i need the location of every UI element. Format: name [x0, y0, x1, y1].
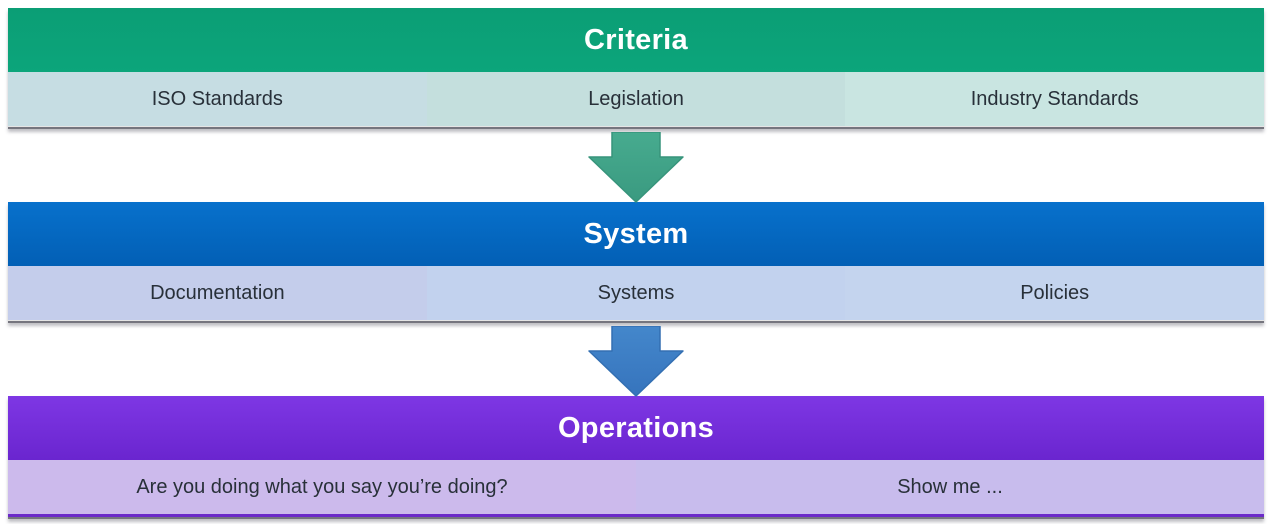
criteria-header-band: Criteria	[8, 8, 1264, 72]
system-title: System	[583, 217, 689, 250]
criteria-to-system-connector	[0, 129, 1272, 203]
operations-title: Operations	[557, 411, 715, 444]
cell-are-you-doing: Are you doing what you say you’re doing?	[8, 460, 636, 514]
system-items-row: Documentation Systems Policies	[8, 266, 1265, 321]
tier-operations: Operations Are you doing what you say yo…	[8, 396, 1264, 519]
tier-system: System Documentation Systems Policies	[8, 202, 1265, 323]
operations-items-row: Are you doing what you say you’re doing?…	[8, 460, 1264, 517]
cell-show-me: Show me ...	[636, 460, 1264, 514]
down-arrow-blue-icon	[588, 326, 684, 397]
criteria-items-row: ISO Standards Legislation Industry Stand…	[8, 72, 1265, 127]
cell-systems: Systems	[426, 266, 846, 320]
cell-legislation: Legislation	[426, 72, 846, 126]
cell-documentation: Documentation	[8, 266, 427, 320]
cell-industry-standards: Industry Standards	[845, 72, 1265, 126]
down-arrow-green-icon	[588, 132, 684, 203]
cell-policies: Policies	[845, 266, 1265, 320]
criteria-title: Criteria	[584, 23, 688, 56]
system-header-band: System	[8, 202, 1264, 266]
operations-header-band: Operations	[8, 396, 1264, 460]
tier-criteria: Criteria ISO Standards Legislation Indus…	[8, 8, 1265, 129]
system-to-operations-connector	[0, 323, 1272, 397]
cell-iso-standards: ISO Standards	[8, 72, 427, 126]
